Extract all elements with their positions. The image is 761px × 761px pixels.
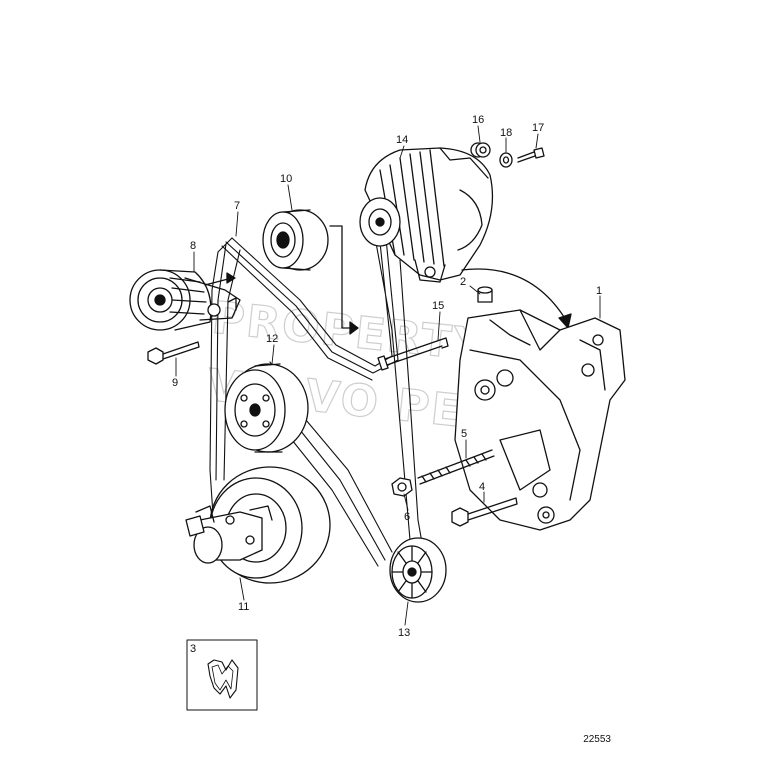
water-pump-pulley xyxy=(224,363,309,453)
arrowhead-tensioner xyxy=(226,272,236,284)
arrow-alternator-bracket xyxy=(461,268,567,321)
callout-3: 3 xyxy=(190,643,196,655)
callout-7: 7 xyxy=(234,200,240,212)
callout-9: 9 xyxy=(172,377,178,389)
spacer xyxy=(470,142,491,158)
callout-5: 5 xyxy=(461,428,467,440)
callout-8: 8 xyxy=(190,240,196,252)
nut xyxy=(391,477,413,497)
callout-labels: 1 2 3 4 5 6 7 8 9 10 11 12 13 14 15 16 1… xyxy=(172,114,602,655)
belt-routing-diagram xyxy=(186,639,258,711)
callout-4: 4 xyxy=(479,481,485,493)
bolt-alternator xyxy=(377,337,449,371)
stud-long xyxy=(417,449,495,485)
callout-13: 13 xyxy=(398,627,410,639)
stud xyxy=(477,286,493,303)
bolt-small xyxy=(517,147,545,163)
callout-18: 18 xyxy=(500,127,512,139)
callout-2: 2 xyxy=(460,276,466,288)
callout-12: 12 xyxy=(266,333,278,345)
callout-15: 15 xyxy=(432,300,444,312)
callout-14: 14 xyxy=(396,134,408,146)
callout-11: 11 xyxy=(238,601,249,613)
pulley-lower xyxy=(389,537,447,603)
arrowhead-alternator-bracket xyxy=(558,313,572,329)
crankshaft-pulley-and-water-pump xyxy=(185,466,331,584)
callout-6: 6 xyxy=(404,511,410,523)
alternator xyxy=(359,147,494,283)
bolt-tensioner xyxy=(147,341,200,365)
callout-17: 17 xyxy=(532,122,544,134)
washer xyxy=(499,152,513,168)
drawing-number: 22553 xyxy=(583,734,611,745)
callout-10: 10 xyxy=(280,173,292,185)
leader-lines xyxy=(175,125,601,626)
drive-belt xyxy=(209,194,426,601)
callout-1: 1 xyxy=(596,285,602,297)
bracket xyxy=(454,309,626,531)
belt-tensioner xyxy=(129,269,241,331)
arrow-idler xyxy=(329,225,351,329)
bolt xyxy=(451,497,518,527)
idler-pulley xyxy=(262,209,329,271)
callout-16: 16 xyxy=(472,114,484,126)
arrowhead-idler xyxy=(349,321,359,335)
